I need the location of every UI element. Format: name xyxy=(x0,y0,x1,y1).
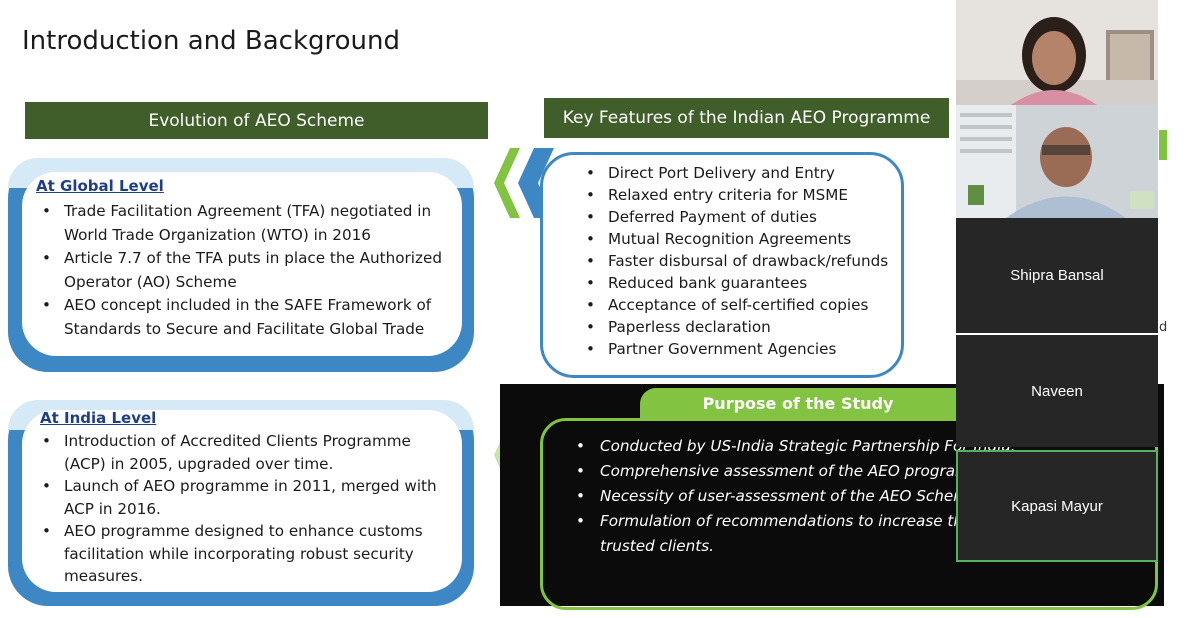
participant-name: Shipra Bansal xyxy=(1010,267,1104,284)
list-item: Launch of AEO programme in 2011, merged … xyxy=(36,475,451,520)
features-list: Direct Port Delivery and Entry Relaxed e… xyxy=(580,162,900,360)
features-header: Key Features of the Indian AEO Programme xyxy=(544,98,949,138)
slide-accent xyxy=(1159,130,1167,160)
list-item: Article 7.7 of the TFA puts in place the… xyxy=(36,247,451,294)
evolution-header: Evolution of AEO Scheme xyxy=(25,102,488,139)
slide-title: Introduction and Background xyxy=(22,26,401,56)
list-item: Direct Port Delivery and Entry xyxy=(580,162,900,184)
participant-tile[interactable]: Shipra Bansal xyxy=(956,218,1158,333)
participant-video-image xyxy=(956,105,1158,218)
participant-tile-active-speaker[interactable]: Kapasi Mayur xyxy=(956,450,1158,562)
list-item: Introduction of Accredited Clients Progr… xyxy=(36,430,451,475)
participant-name: Naveen xyxy=(1031,382,1083,400)
list-item: Relaxed entry criteria for MSME xyxy=(580,184,900,206)
list-item: Partner Government Agencies xyxy=(580,338,900,360)
purpose-heading: Purpose of the Study xyxy=(640,388,956,418)
list-item: AEO programme designed to enhance custom… xyxy=(36,520,451,588)
list-item: AEO concept included in the SAFE Framewo… xyxy=(36,294,451,341)
participant-video-image xyxy=(956,0,1158,105)
list-item: Reduced bank guarantees xyxy=(580,272,900,294)
list-item: Conducted by US-India Strategic Partners… xyxy=(572,434,1162,459)
participant-name: Kapasi Mayur xyxy=(1011,497,1103,515)
list-item: Mutual Recognition Agreements xyxy=(580,228,900,250)
global-level-list: Trade Facilitation Agreement (TFA) negot… xyxy=(36,200,451,341)
list-item: Trade Facilitation Agreement (TFA) negot… xyxy=(36,200,451,247)
participant-tile[interactable]: Naveen xyxy=(956,335,1158,447)
india-level-heading: At India Level xyxy=(40,409,157,427)
global-level-heading: At Global Level xyxy=(36,177,164,195)
list-item: Faster disbursal of drawback/refunds xyxy=(580,250,900,272)
list-item: Comprehensive assessment of the AEO prog… xyxy=(572,459,1162,484)
list-item: Deferred Payment of duties xyxy=(580,206,900,228)
list-item: Acceptance of self-certified copies xyxy=(580,294,900,316)
participant-video-2[interactable] xyxy=(956,105,1158,218)
slide-edge-text: d xyxy=(1159,320,1168,335)
participant-video-1[interactable] xyxy=(956,0,1158,105)
list-item: Paperless declaration xyxy=(580,316,900,338)
india-level-list: Introduction of Accredited Clients Progr… xyxy=(36,430,451,588)
